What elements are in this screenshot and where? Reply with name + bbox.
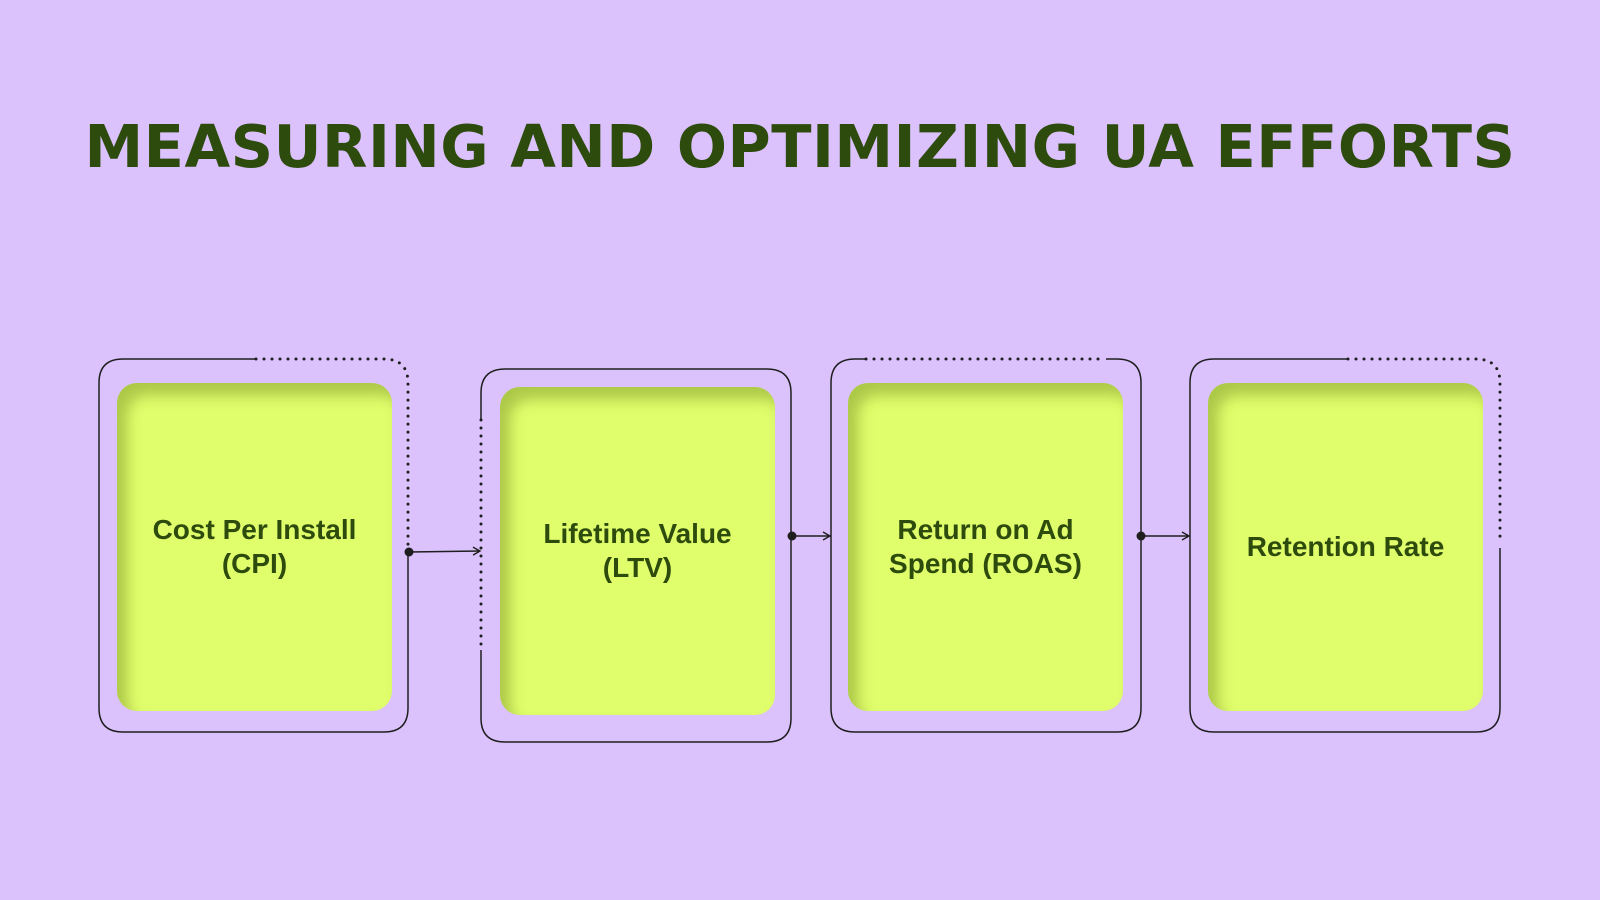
step-card-ltv: Lifetime Value (LTV) (500, 387, 775, 715)
step-label-line: Retention Rate (1246, 531, 1445, 562)
step-card-roas: Return on Ad Spend (ROAS) (848, 383, 1123, 711)
step-label-line: Cost Per Install (152, 514, 357, 545)
step-label: Retention Rate (1229, 530, 1463, 564)
step-card-retention: Retention Rate (1208, 383, 1483, 711)
step-1-frame (98, 357, 410, 733)
step-label-line: Lifetime Value (543, 518, 732, 549)
step-label-line: (LTV) (602, 552, 673, 583)
step-label-line: Spend (ROAS) (889, 548, 1082, 579)
diagram-title: MEASURING AND OPTIMIZING UA EFFORTS (84, 112, 1516, 181)
step-label: Return on Ad Spend (ROAS) (871, 513, 1100, 581)
connector-2-3 (787, 531, 832, 541)
step-card-cpi: Cost Per Install (CPI) (117, 383, 392, 711)
step-3-frame (830, 357, 1142, 733)
step-label-line: Return on Ad (897, 514, 1074, 545)
step-4-frame (1189, 357, 1502, 733)
step-2-frame (479, 368, 792, 743)
step-label-line: (CPI) (221, 548, 288, 579)
connector-3-4 (1136, 531, 1191, 541)
connector-1-2 (404, 546, 482, 557)
step-label: Cost Per Install (CPI) (135, 513, 375, 581)
step-label: Lifetime Value (LTV) (525, 517, 749, 585)
